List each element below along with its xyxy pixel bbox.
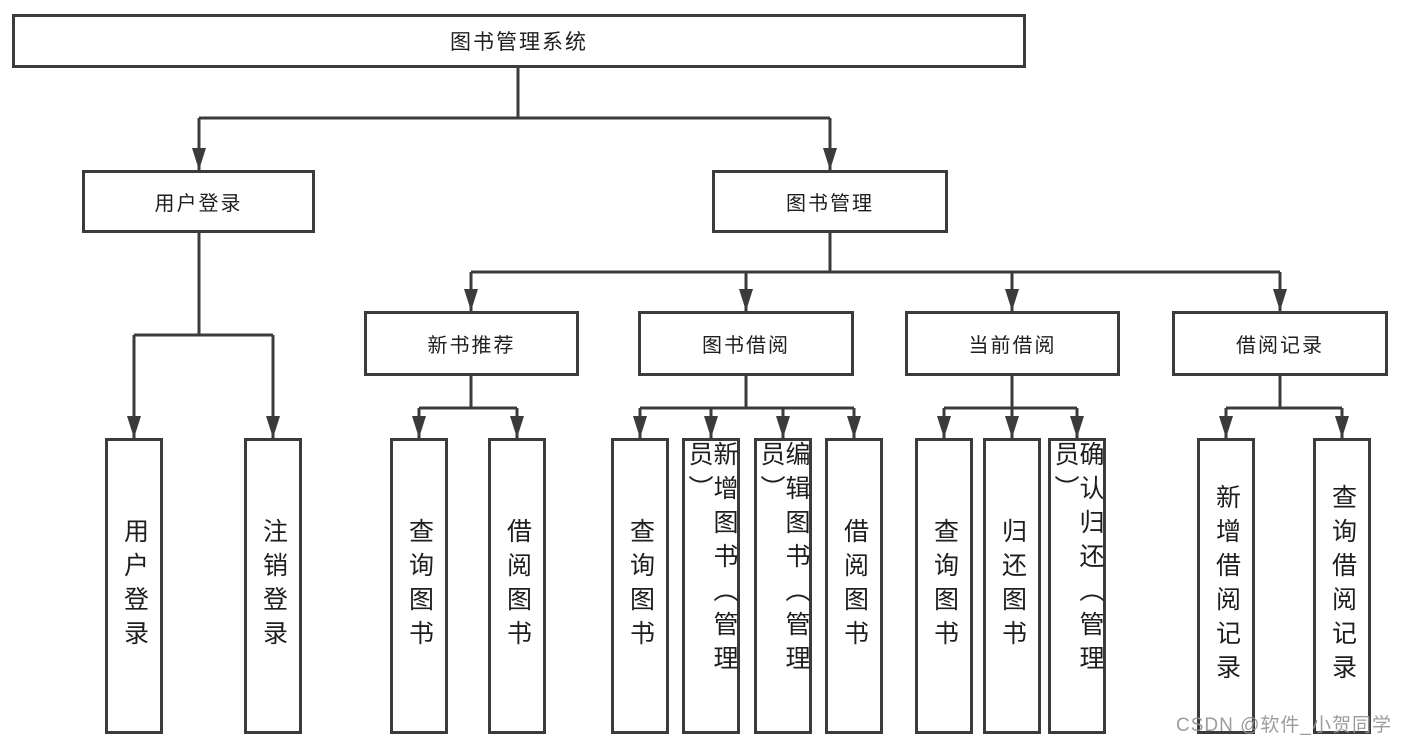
leaf-confirm-return-admin-label: 确认归还（管理员） [1051, 441, 1104, 679]
node-borrow-records: 借阅记录 [1172, 311, 1388, 376]
leaf-logout-label: 注销登录 [259, 518, 288, 654]
leaf-add-books-admin: 新增图书（管理员） [682, 438, 740, 734]
leaf-add-borrow-record-label: 新增借阅记录 [1212, 484, 1241, 688]
leaf-query-borrow-record: 查询借阅记录 [1313, 438, 1371, 734]
leaf-recommend-query-books: 查询图书 [390, 438, 448, 734]
node-current-borrow: 当前借阅 [905, 311, 1120, 376]
leaf-borrow-books: 借阅图书 [825, 438, 883, 734]
leaf-recommend-query-books-label: 查询图书 [405, 518, 434, 654]
leaf-add-borrow-record: 新增借阅记录 [1197, 438, 1255, 734]
leaf-return-books-label: 归还图书 [998, 518, 1027, 654]
leaf-query-borrow-record-label: 查询借阅记录 [1328, 484, 1357, 688]
leaf-borrow-query-books: 查询图书 [611, 438, 669, 734]
node-book-management: 图书管理 [712, 170, 948, 233]
leaf-edit-books-admin: 编辑图书（管理员） [754, 438, 812, 734]
leaf-user-login-label: 用户登录 [120, 518, 149, 654]
leaf-borrow-books-label: 借阅图书 [840, 518, 869, 654]
node-current-borrow-label: 当前借阅 [968, 335, 1057, 357]
node-new-book-recommend: 新书推荐 [364, 311, 579, 376]
node-library-system-label: 图书管理系统 [450, 31, 588, 54]
leaf-confirm-return-admin: 确认归还（管理员） [1048, 438, 1106, 734]
node-new-book-recommend-label: 新书推荐 [427, 335, 516, 357]
node-user-login: 用户登录 [82, 170, 315, 233]
leaf-edit-books-admin-label: 编辑图书（管理员） [757, 441, 810, 679]
watermark-text: CSDN @软件_小贺同学 [1176, 715, 1392, 736]
node-borrow-records-label: 借阅记录 [1236, 335, 1324, 357]
leaf-borrow-query-books-label: 查询图书 [626, 518, 655, 654]
leaf-return-books: 归还图书 [983, 438, 1041, 734]
leaf-current-query-books-label: 查询图书 [930, 518, 959, 654]
leaf-add-books-admin-label: 新增图书（管理员） [685, 441, 738, 679]
leaf-recommend-borrow-books-label: 借阅图书 [503, 518, 532, 654]
leaf-current-query-books: 查询图书 [915, 438, 973, 734]
node-book-borrow: 图书借阅 [638, 311, 854, 376]
leaf-recommend-borrow-books: 借阅图书 [488, 438, 546, 734]
node-library-system: 图书管理系统 [12, 14, 1026, 68]
node-user-login-label: 用户登录 [154, 193, 243, 215]
node-book-borrow-label: 图书借阅 [702, 335, 790, 357]
leaf-logout: 注销登录 [244, 438, 302, 734]
node-book-management-label: 图书管理 [786, 193, 874, 215]
leaf-user-login: 用户登录 [105, 438, 163, 734]
